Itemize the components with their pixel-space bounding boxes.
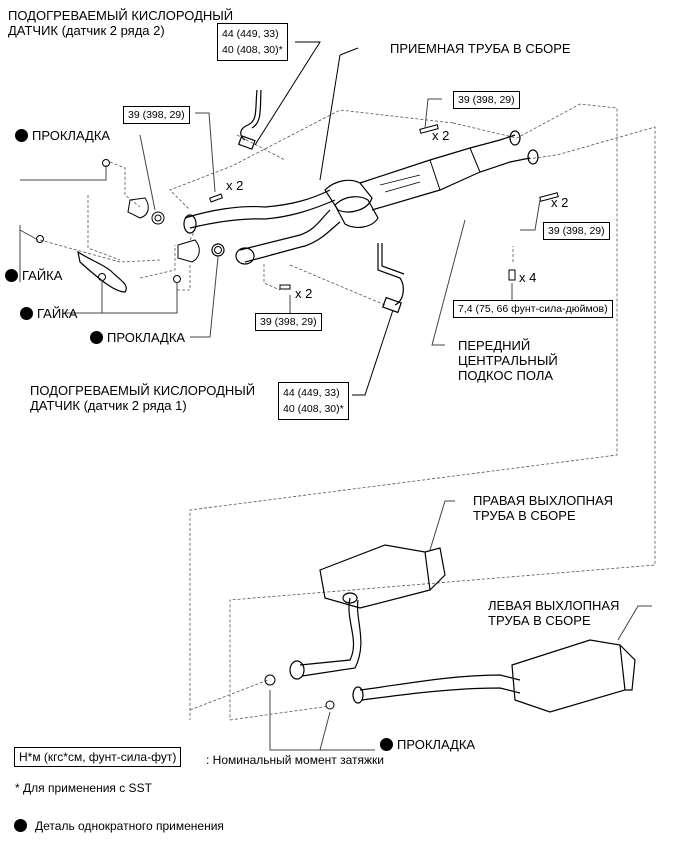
front-pipe-assembly (183, 130, 539, 265)
torque-o2-bank2-line2: 40 (408, 30)* (222, 44, 283, 56)
legend-non-reusable-text: Деталь однократного применения (35, 819, 224, 833)
torque-o2-bank1-line1: 44 (449, 33) (283, 387, 340, 399)
brace-line1: ПЕРЕДНИЙ (458, 338, 531, 353)
nut-left-text: ГАЙКА (22, 268, 63, 283)
nut-bottom-text: ГАЙКА (37, 306, 78, 321)
right-tail-pipe (289, 544, 446, 680)
torque-o2-bank1-line2: 40 (408, 30)* (283, 403, 344, 415)
right-tail-pipe-line1: ПРАВАЯ ВЫХЛОПНАЯ (473, 493, 614, 508)
legend-torque-unit: Н*м (кгс*см, фунт-сила-фут) (14, 747, 182, 767)
torque-o2-bank2: 44 (449, 33) 40 (408, 30)* (217, 23, 288, 61)
mult-top-right: x 2 (432, 128, 450, 143)
mult-right: x 2 (551, 195, 569, 210)
torque-o2-bank1: 44 (449, 33) 40 (408, 30)* (278, 382, 349, 420)
left-tail-pipe (352, 639, 636, 713)
leader-lines (19, 98, 652, 751)
brace-line2: ЦЕНТРАЛЬНЫЙ (458, 353, 558, 368)
torque-bolt-top-right: 39 (398, 29) (453, 91, 520, 109)
torque-brace-bolt: 7,4 (75, 66 фунт-сила-дюймов) (453, 300, 613, 318)
front-pipe-label: ПРИЕМНАЯ ТРУБА В СБОРЕ (390, 41, 571, 56)
mult-lower: x 2 (295, 286, 313, 301)
left-tail-pipe-line2: ТРУБА В СБОРЕ (488, 613, 591, 628)
gasket-top-label: ПРОКЛАДКА (15, 128, 110, 143)
gasket-top-text: ПРОКЛАДКА (32, 128, 111, 143)
gasket-mid-label: ПРОКЛАДКА (90, 330, 185, 345)
brace-label: ПЕРЕДНИЙ ЦЕНТРАЛЬНЫЙ ПОДКОС ПОЛА (458, 338, 558, 383)
assembly-guide-lines (39, 103, 656, 721)
non-reusable-icon (90, 331, 103, 344)
legend-sst-note: * Для применения с SST (15, 781, 152, 795)
non-reusable-icon (15, 129, 28, 142)
o2-sensor-bank2-label: ПОДОГРЕВАЕМЫЙ КИСЛОРОДНЫЙ ДАТЧИК (датчик… (8, 8, 233, 38)
torque-bolt-lower: 39 (398, 29) (255, 313, 322, 331)
o2-sensor-bank2-line2: ДАТЧИК (датчик 2 ряда 2) (8, 23, 165, 38)
nut-left-label: ГАЙКА (5, 268, 62, 283)
torque-o2-bank2-line1: 44 (449, 33) (222, 28, 279, 40)
gasket-mid-text: ПРОКЛАДКА (107, 330, 186, 345)
left-tail-pipe-line1: ЛЕВАЯ ВЫХЛОПНАЯ (488, 598, 620, 613)
brace-line3: ПОДКОС ПОЛА (458, 368, 554, 383)
non-reusable-icon (14, 819, 27, 832)
left-tail-pipe-label: ЛЕВАЯ ВЫХЛОПНАЯ ТРУБА В СБОРЕ (488, 598, 619, 628)
gasket-bottom-label: ПРОКЛАДКА (380, 737, 475, 752)
gasket-rear-2 (325, 700, 335, 710)
o2-sensor-bank1-line1: ПОДОГРЕВАЕМЫЙ КИСЛОРОДНЫЙ (30, 383, 256, 398)
non-reusable-icon (20, 307, 33, 320)
torque-bolt-front-left: 39 (398, 29) (123, 106, 190, 124)
right-tail-pipe-label: ПРАВАЯ ВЫХЛОПНАЯ ТРУБА В СБОРЕ (473, 493, 613, 523)
o2-sensor-bank1-label: ПОДОГРЕВАЕМЫЙ КИСЛОРОДНЫЙ ДАТЧИК (датчик… (30, 383, 255, 413)
front-brackets (77, 197, 225, 293)
legend-torque-desc: : Номинальный момент затяжки (206, 753, 384, 767)
non-reusable-icon (380, 738, 393, 751)
o2-sensor-bank1 (377, 243, 405, 314)
o2-sensor-bank2-line1: ПОДОГРЕВАЕМЫЙ КИСЛОРОДНЫЙ (8, 8, 234, 23)
o2-sensor-bank2 (237, 89, 262, 150)
mult-front-left: x 2 (226, 178, 244, 193)
nut-bottom-label: ГАЙКА (20, 306, 77, 321)
torque-bolt-right: 39 (398, 29) (543, 222, 610, 240)
right-tail-pipe-line2: ТРУБА В СБОРЕ (473, 508, 576, 523)
gasket-rear-1 (264, 674, 276, 686)
mult-brace: x 4 (519, 270, 537, 285)
gasket-bottom-text: ПРОКЛАДКА (397, 737, 476, 752)
legend-non-reusable: Деталь однократного применения (14, 818, 224, 834)
o2-sensor-bank1-line2: ДАТЧИК (датчик 2 ряда 1) (30, 398, 187, 413)
non-reusable-icon (5, 269, 18, 282)
bolts (209, 124, 559, 290)
